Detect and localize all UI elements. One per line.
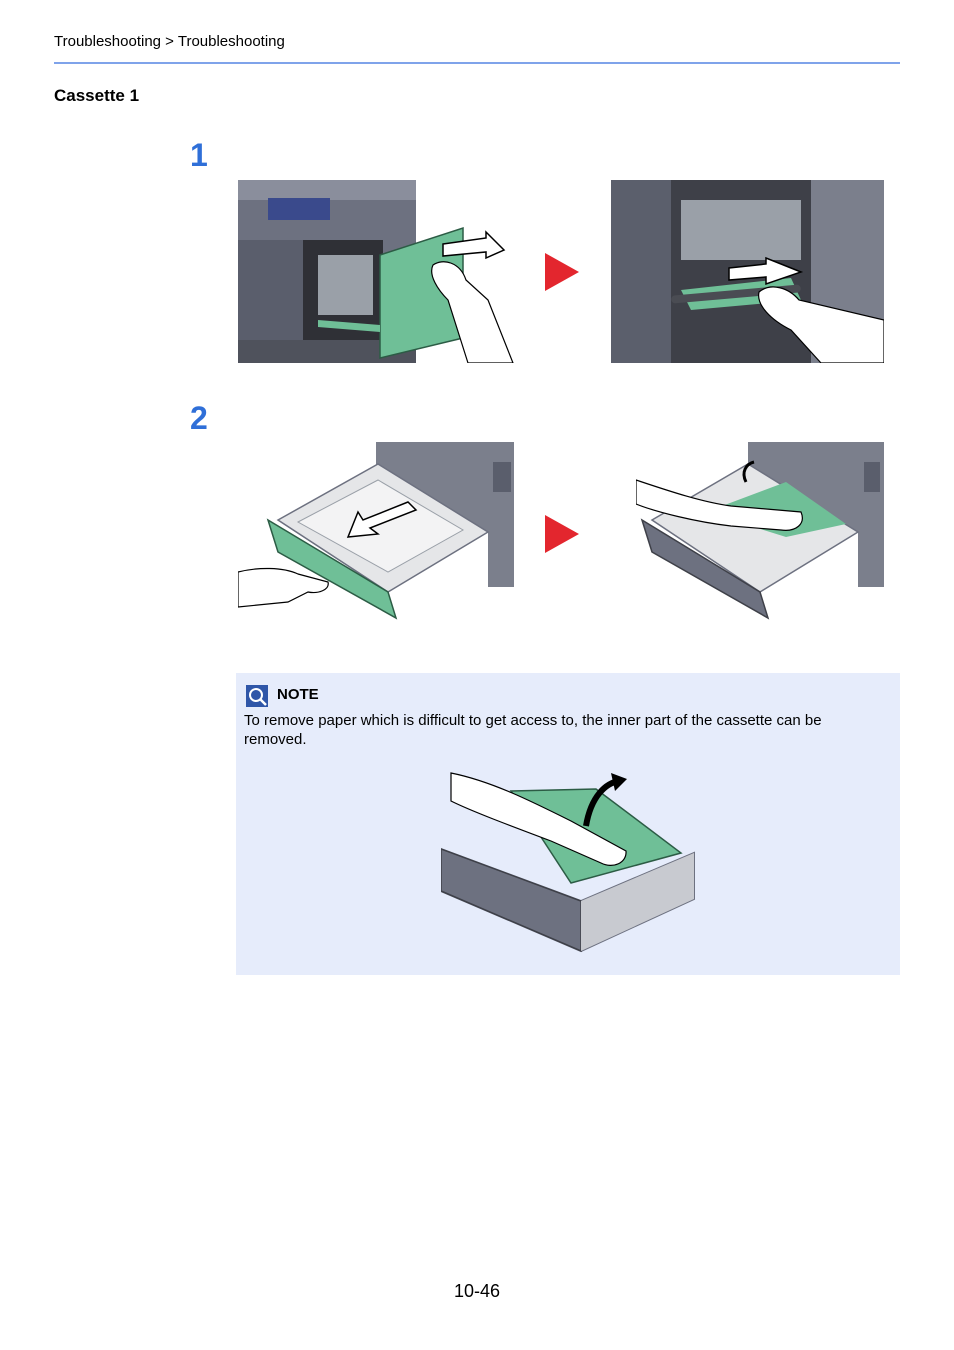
step-number-2: 2 [190, 400, 208, 436]
step-arrow-2 [545, 515, 579, 553]
step-number-1: 1 [190, 137, 208, 173]
note-box: NOTE To remove paper which is difficult … [236, 673, 900, 975]
breadcrumb: Troubleshooting > Troubleshooting [54, 33, 285, 50]
step-1-illustration-open-cover [238, 180, 514, 363]
step-arrow-1 [545, 253, 579, 291]
step-2-illustration-remove-jammed-paper [636, 442, 884, 620]
header-rule [54, 62, 900, 64]
note-text: To remove paper which is difficult to ge… [244, 712, 822, 748]
step-1-illustration-remove-paper [611, 180, 884, 363]
step-2-illustration-pull-cassette [238, 442, 514, 620]
page-number: 10-46 [453, 1281, 501, 1301]
note-label: NOTE [277, 686, 319, 703]
note-illustration-remove-inner-cassette [440, 771, 696, 960]
note-icon [246, 685, 268, 707]
section-title: Cassette 1 [54, 86, 140, 105]
